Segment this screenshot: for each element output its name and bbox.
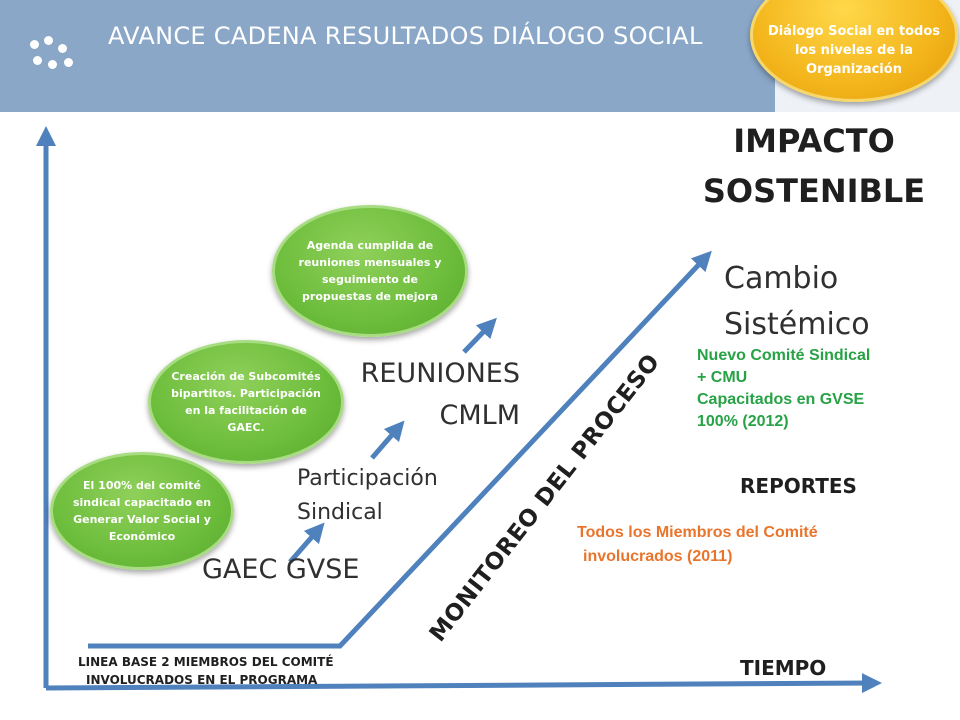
x-axis-arrow [45,673,882,694]
step-arrow-2 [370,420,405,460]
cambio-sistemico-label: Cambio Sistémico [724,261,870,342]
step-arrow-3 [462,317,497,354]
miembros-note: Todos los Miembros del Comité involucrad… [577,524,818,565]
gaec-gvse-label: GAEC GVSE [202,554,360,585]
bubble-capacitacion: El 100% del comité sindical capacitado e… [50,452,234,570]
linea-base-label: LINEA BASE 2 MIEMBROS DEL COMITÉ INVOLUC… [78,655,334,687]
step-arrow-1 [288,522,325,564]
nuevo-comite-note: Nuevo Comité Sindical + CMU Capacitados … [697,347,871,430]
dots-logo-icon [30,36,90,76]
progress-line-arrow [88,250,712,649]
participacion-sindical-label: Participación Sindical [297,466,438,525]
slide-title: AVANCE CADENA RESULTADOS DIÁLOGO SOCIAL [108,22,703,50]
bubble-agenda: Agenda cumplida de reuniones mensuales y… [272,205,468,337]
reportes-label: REPORTES [740,474,857,498]
tiempo-label: TIEMPO [740,656,827,680]
header-bar: AVANCE CADENA RESULTADOS DIÁLOGO SOCIAL [0,0,775,112]
bubble-subcomites: Creación de Subcomités bipartitos. Parti… [148,340,344,464]
impacto-sostenible-label: IMPACTO SOSTENIBLE [702,122,926,210]
reuniones-cmlm-label: REUNIONES CMLM [360,358,520,431]
